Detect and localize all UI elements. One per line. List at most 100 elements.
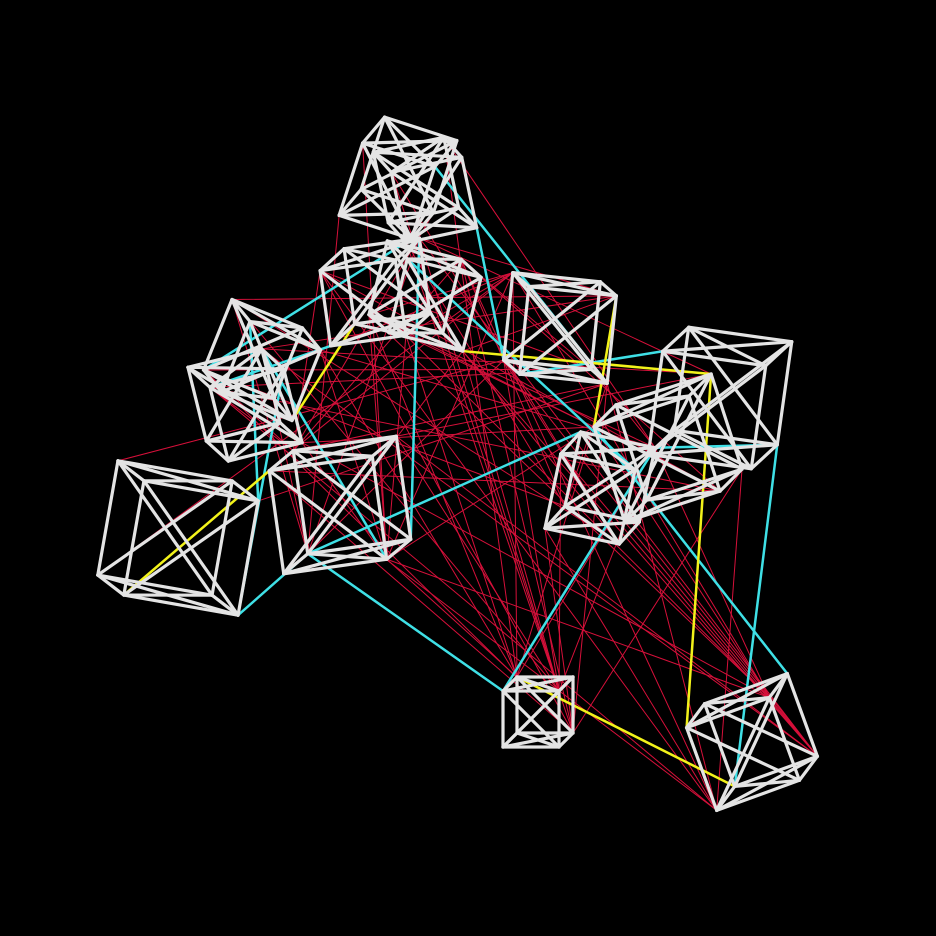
cube-11-edge-10 [210,593,240,617]
red-link-21 [319,349,656,449]
cube-6-edge-1 [260,347,282,425]
cube-4-edge-19 [502,358,609,385]
wireframe-cube-4 [502,271,618,385]
cube-1-edge-9 [442,135,464,159]
red-link-84 [368,272,514,316]
cube-5-edge-0 [230,297,305,330]
cube-2-edge-8 [318,247,346,273]
cube-8-edge-6 [645,467,744,502]
cube-5-edge-5 [290,348,323,423]
cube-10-edge-2 [282,557,389,576]
red-link-74 [268,470,721,492]
cube-6-edge-2 [204,421,282,443]
red-link-40 [395,435,818,757]
red-link-98 [209,386,294,452]
cube-6-edge-7 [208,385,230,463]
wireframe-cube-1 [371,135,479,245]
red-link-92 [716,468,743,811]
wireframe-cube-9 [543,430,657,546]
cube-4-edge-1 [605,294,618,385]
red-link-48 [516,426,595,678]
cube-10-edge-4 [291,434,398,453]
cube-6-edge-13 [204,347,264,443]
cube-6-edge-9 [260,347,286,371]
yellow-link-1 [685,372,713,729]
red-link-24 [301,426,595,444]
cube-10-edge-3 [267,469,286,576]
cube-8-edge-10 [718,467,744,493]
cube-8-edge-5 [709,372,744,471]
cube-12-edge-10 [557,731,575,749]
wireframe-cube-8 [592,372,744,524]
wireframe-cube-3 [367,239,483,353]
cube-4-edge-15 [502,280,602,362]
red-link-88 [560,453,818,757]
cube-1-edge-13 [386,135,446,225]
cube-6-edge-11 [204,439,230,463]
cube-0-edge-3 [337,141,365,217]
red-link-81 [405,272,514,336]
cube-layer [96,115,819,812]
red-link-30 [368,314,518,678]
cube-6-edge-0 [186,347,264,369]
wireframe-cube-12 [501,675,575,749]
red-link-27 [405,334,518,678]
cube-11-edge-9 [230,479,260,503]
cube-13-edge-1 [785,672,819,758]
red-link-50 [572,468,743,734]
cube-9-edge-5 [617,468,637,546]
cube-13-edge-4 [685,696,771,730]
cube-9-edge-8 [559,430,583,456]
cube-0-edge-8 [361,115,387,145]
cube-4-edge-6 [502,358,593,371]
cube-10-edge-15 [306,434,398,556]
red-link-82 [418,237,617,297]
red-link-101 [405,242,574,734]
cube-6-edge-19 [226,421,282,463]
cube-10-edge-5 [394,434,413,541]
red-link-71 [257,382,608,502]
cube-4-edge-2 [518,372,609,385]
cube-13-edge-6 [715,778,801,812]
cube-8-edge-0 [592,394,691,429]
cube-0-edge-11 [337,187,363,217]
red-link-7 [307,359,505,555]
cube-9-edge-0 [579,430,657,450]
cube-8-edge-7 [614,403,649,502]
cube-11-edge-2 [96,573,214,597]
cube-1-edge-19 [404,206,461,245]
cube-10-edge-0 [267,454,374,473]
cube-0-edge-17 [383,115,437,169]
red-link-20 [564,382,608,507]
cyan-link-13 [475,226,505,362]
cube-12-edge-19 [515,731,561,749]
cube-1-edge-3 [371,150,390,225]
cube-7-edge-0 [687,325,794,344]
cube-3-edge-3 [367,239,389,317]
cube-4-edge-4 [511,271,602,284]
cube-13-edge-8 [685,702,707,730]
red-link-66 [362,142,388,560]
red-link-38 [268,470,574,734]
cube-10-edge-8 [267,449,295,473]
cube-7-edge-8 [661,325,691,353]
cube-5-edge-17 [248,319,305,330]
wireframe-cube-11 [96,459,260,617]
cube-11-edge-13 [96,479,234,577]
red-link-35 [572,382,608,734]
red-link-49 [558,521,626,692]
cube-6-edge-17 [208,347,264,389]
red-link-44 [606,382,718,811]
cube-4-edge-9 [598,280,618,298]
cube-3-edge-5 [461,275,483,353]
red-link-72 [386,426,595,560]
cube-4-edge-7 [502,271,515,362]
cube-9-edge-1 [637,446,657,524]
cube-5-edge-3 [201,297,234,372]
red-link-78 [301,272,514,444]
cube-6-edge-6 [226,441,304,463]
cyan-link-12 [409,236,421,541]
cube-8-edge-9 [687,372,713,398]
cube-11-edge-6 [122,593,240,617]
